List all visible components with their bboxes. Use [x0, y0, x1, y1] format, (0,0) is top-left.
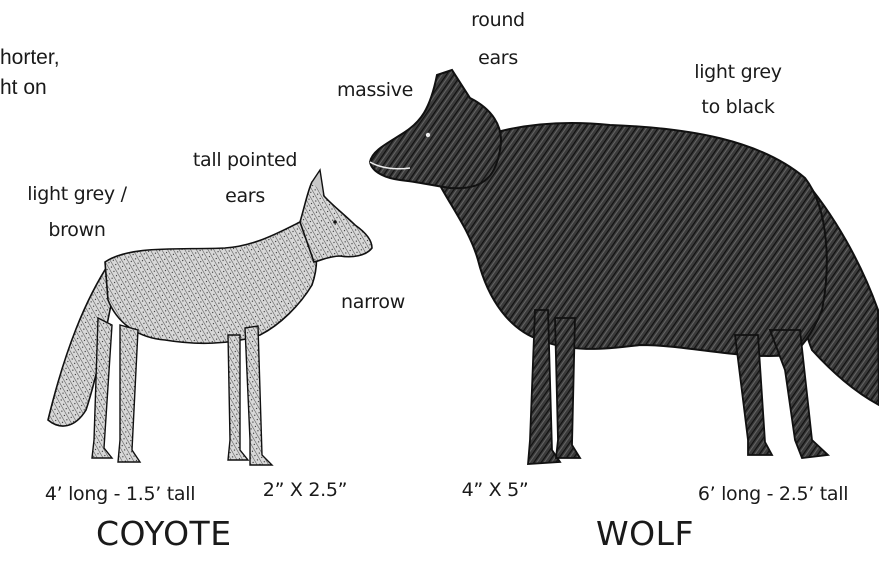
coyote-title: COYOTE [96, 514, 232, 554]
wolf-ears-label-line-1: round [438, 8, 558, 33]
wolf-illustration [370, 70, 879, 464]
wolf-color-label-line-1: light grey [668, 60, 808, 85]
coyote-color-label-line-2: brown [2, 218, 152, 243]
coyote-color-label-line-1: light grey / [2, 182, 152, 207]
wolf-head-label: massive [320, 78, 430, 103]
coyote-ears-label-line-2: ears [170, 184, 320, 209]
wolf-ears-label-line-2: ears [438, 46, 558, 71]
coyote-front-leg-2 [228, 335, 248, 460]
coyote-illustration [48, 170, 372, 465]
wolf-track-label: 4” X 5” [440, 478, 550, 503]
wolf-size-label: 6’ long - 2.5’ tall [668, 482, 878, 507]
coyote-snout-label: narrow [318, 290, 428, 315]
coyote-hind-leg [118, 325, 140, 462]
wolf-color-label-line-2: to black [668, 95, 808, 120]
coyote-ears-label-line-1: tall pointed [170, 148, 320, 173]
wolf-title: WOLF [596, 514, 694, 554]
coyote-size-label: 4’ long - 1.5’ tall [20, 482, 220, 507]
coyote-front-leg [245, 326, 272, 465]
coyote-track-label: 2” X 2.5” [250, 478, 360, 503]
